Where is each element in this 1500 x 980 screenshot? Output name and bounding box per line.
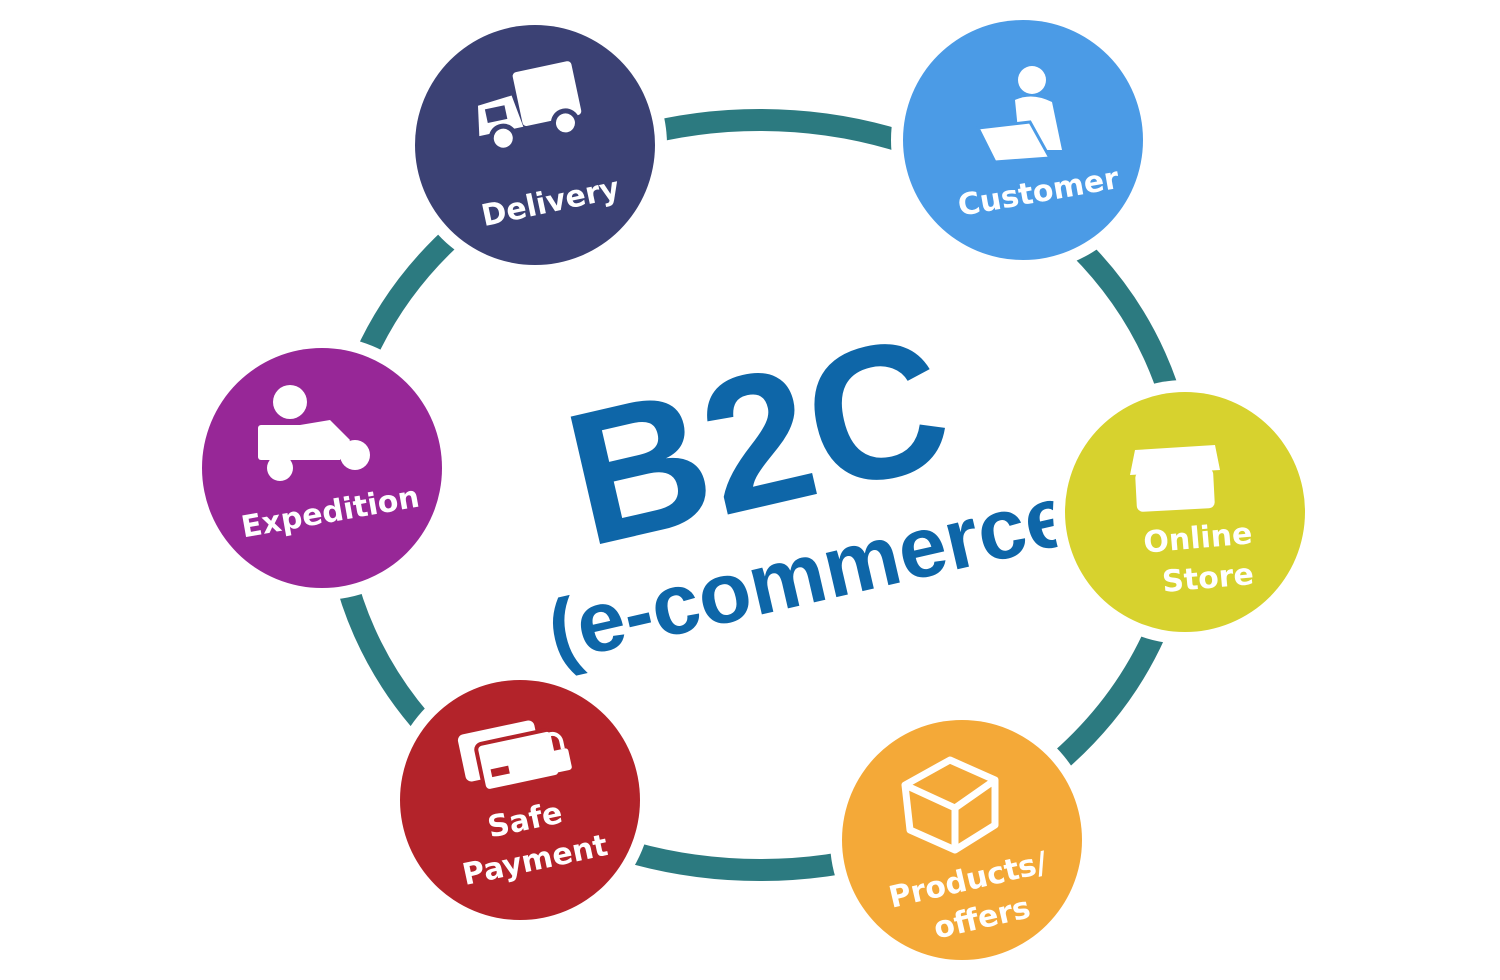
person-laptop-icon [975,66,1062,164]
box-icon [901,756,999,854]
node-delivery: Delivery [403,13,667,277]
truck-icon [477,61,582,153]
node-online-store: Online Store [1053,380,1317,644]
node-expedition: Expedition [190,336,454,600]
card-lock-icon [457,720,572,793]
node-customer: Customer [891,8,1155,272]
store-icon [1130,445,1220,512]
node-products: Products/ offers [830,708,1094,972]
node-safe-payment: Safe Payment [388,668,652,932]
label-online-store-2: Store [1161,557,1255,600]
courier-scooter-icon [258,385,370,481]
